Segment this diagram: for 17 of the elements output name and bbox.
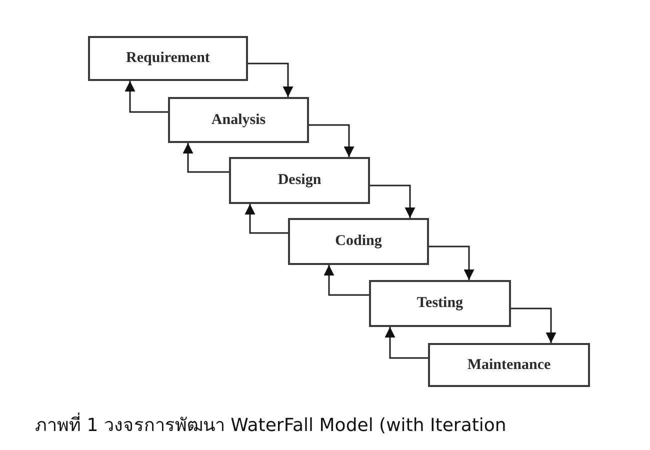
process-box: Maintenance	[428, 343, 590, 387]
arrow	[248, 62, 294, 97]
process-box: Testing	[369, 280, 511, 327]
caption: ภาพที่ 1 วงจรการพัฒนา WaterFall Model (with Iteration	[35, 410, 506, 439]
arrow	[244, 204, 288, 234]
arrow	[124, 81, 168, 113]
arrow	[429, 246, 474, 280]
arrow	[384, 327, 428, 359]
process-box: Analysis	[168, 97, 309, 143]
arrow	[309, 124, 354, 157]
arrow	[370, 184, 416, 218]
arrow	[324, 265, 369, 296]
process-box: Design	[229, 157, 370, 204]
process-box: Coding	[288, 218, 429, 265]
arrow	[182, 143, 229, 173]
process-box: Requirement	[88, 36, 248, 81]
arrow	[511, 308, 556, 343]
